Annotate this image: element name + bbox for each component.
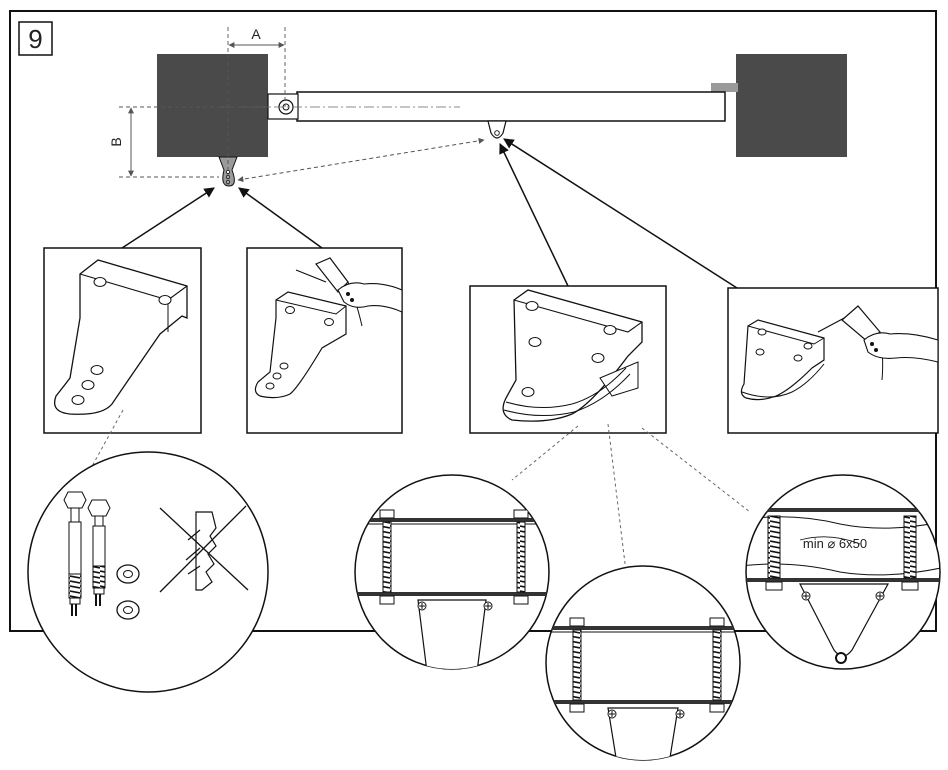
fixing-note: min ⌀ 6x50	[803, 536, 867, 551]
welding-torch-icon	[817, 305, 884, 381]
dimension-b-label: B	[108, 137, 124, 146]
anchor-bolt-icon	[63, 491, 87, 616]
detail-through-bolts-lower	[545, 565, 741, 761]
washer-icon	[116, 564, 140, 584]
gate-bracket	[487, 120, 507, 139]
callout-arrows	[121, 138, 738, 289]
panel-gate-bracket-welded	[727, 287, 939, 434]
anchor-bolt-icon	[87, 499, 111, 606]
hand-icon	[337, 282, 403, 313]
panel-gate-bracket-screws	[469, 285, 667, 434]
gate-assembly: A B	[108, 26, 847, 188]
washer-icon	[116, 600, 140, 620]
panel-pillar-bracket-screws	[43, 247, 202, 434]
step-number-box: 9	[18, 21, 53, 56]
hand-icon	[863, 332, 939, 363]
gate-stop-block	[711, 83, 738, 92]
step-number: 9	[28, 24, 42, 54]
detail-through-bolts	[354, 474, 550, 670]
detail-leaders	[89, 409, 751, 589]
left-pillar	[157, 54, 268, 157]
dimension-a: A	[227, 26, 286, 188]
detail-anchors	[27, 451, 269, 693]
pillar-bracket	[218, 156, 238, 187]
dimension-b: B	[108, 106, 268, 178]
right-pillar	[736, 54, 847, 157]
crossed-out-plug-icon	[159, 505, 249, 593]
gate-operator-arm	[296, 91, 726, 122]
detail-wood-screws: min ⌀ 6x50	[745, 474, 941, 670]
panel-pillar-bracket-welded	[246, 247, 403, 434]
dimension-a-label: A	[251, 26, 261, 42]
